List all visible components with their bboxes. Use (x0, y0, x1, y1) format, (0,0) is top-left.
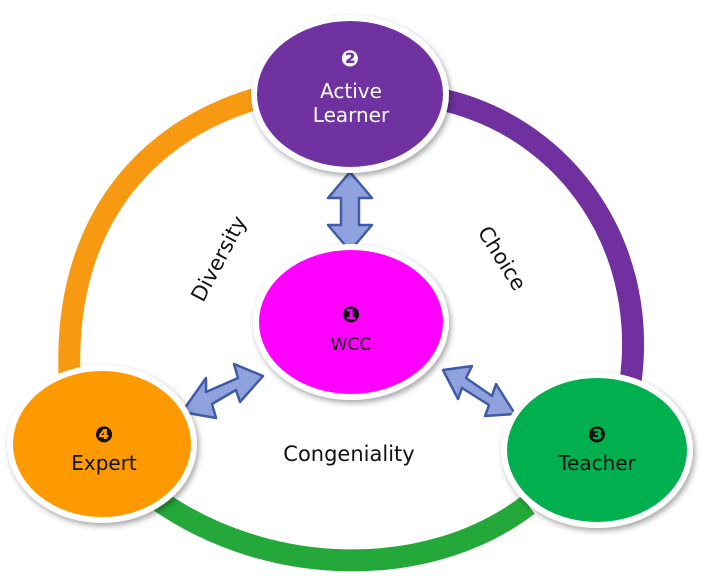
node-wcc-circle (253, 244, 449, 400)
node-teacher-circle (501, 372, 693, 528)
node-expert-label: Expert (71, 451, 137, 475)
node-expert-circle (7, 365, 197, 523)
node-active-learner-label-line2: Learner (313, 103, 390, 127)
outer-ring (58, 88, 645, 572)
node-active-learner (251, 15, 449, 173)
node-active-learner-circle (251, 15, 449, 173)
node-wcc-number: ❶ (342, 303, 361, 328)
node-teacher-label: Teacher (557, 451, 636, 475)
label-congeniality: Congeniality (283, 442, 414, 466)
arrow-wcc-teacher (441, 364, 517, 418)
node-expert-number: ❹ (95, 423, 114, 448)
node-teacher (501, 372, 693, 528)
node-active-learner-label-line1: Active (320, 79, 382, 103)
label-diversity: Diversity (186, 212, 251, 306)
label-choice: Choice (473, 222, 531, 295)
node-wcc-label: WCC (331, 335, 372, 355)
arrow-wcc-active-learner (326, 170, 374, 253)
arrow-wcc-expert (180, 362, 265, 420)
node-teacher-number: ❸ (588, 423, 607, 448)
node-expert (7, 365, 197, 523)
ring-arc-congeniality (148, 489, 535, 572)
ring-arc-diversity (58, 88, 259, 386)
node-wcc (253, 244, 449, 400)
node-active-learner-number: ❷ (341, 47, 360, 72)
ring-arc-choice (441, 89, 645, 387)
